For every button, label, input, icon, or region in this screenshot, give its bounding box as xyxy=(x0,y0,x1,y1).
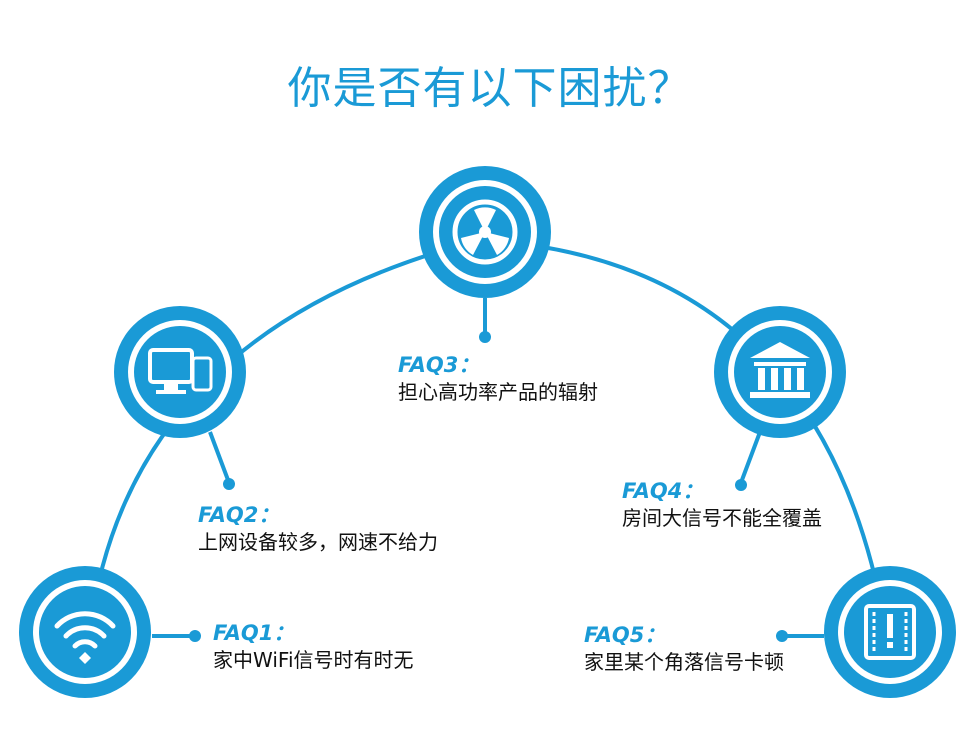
faq4-text: 房间大信号不能全覆盖 xyxy=(622,506,822,530)
devices-icon xyxy=(148,348,213,394)
wifi-icon xyxy=(54,611,116,664)
radiation-icon xyxy=(452,199,518,265)
node-faq5 xyxy=(776,566,956,698)
faq2-block: FAQ2： 上网设备较多，网速不给力 xyxy=(198,502,438,556)
node-faq2 xyxy=(114,306,246,490)
faq1-text: 家中WiFi信号时有时无 xyxy=(213,648,414,672)
node-faq1 xyxy=(19,566,201,698)
building-icon xyxy=(750,342,810,398)
faq1-block: FAQ1： 家中WiFi信号时有时无 xyxy=(213,620,414,674)
node-faq4 xyxy=(714,306,846,491)
page-title: 你是否有以下困扰？ xyxy=(287,63,693,114)
faq4-label: FAQ4： xyxy=(622,479,704,503)
faq3-block: FAQ3： 担心高功率产品的辐射 xyxy=(398,352,598,406)
warning-book-icon xyxy=(864,604,916,660)
node-faq3 xyxy=(419,166,551,343)
faq2-text: 上网设备较多，网速不给力 xyxy=(198,530,438,554)
faq3-text: 担心高功率产品的辐射 xyxy=(398,380,598,404)
faq2-label: FAQ2： xyxy=(198,503,280,527)
faq1-label: FAQ1： xyxy=(213,621,295,645)
faq5-label: FAQ5： xyxy=(584,623,666,647)
faq4-block: FAQ4： 房间大信号不能全覆盖 xyxy=(622,478,822,532)
faq5-text: 家里某个角落信号卡顿 xyxy=(584,650,784,674)
faq3-label: FAQ3： xyxy=(398,353,480,377)
faq5-block: FAQ5： 家里某个角落信号卡顿 xyxy=(584,622,784,676)
